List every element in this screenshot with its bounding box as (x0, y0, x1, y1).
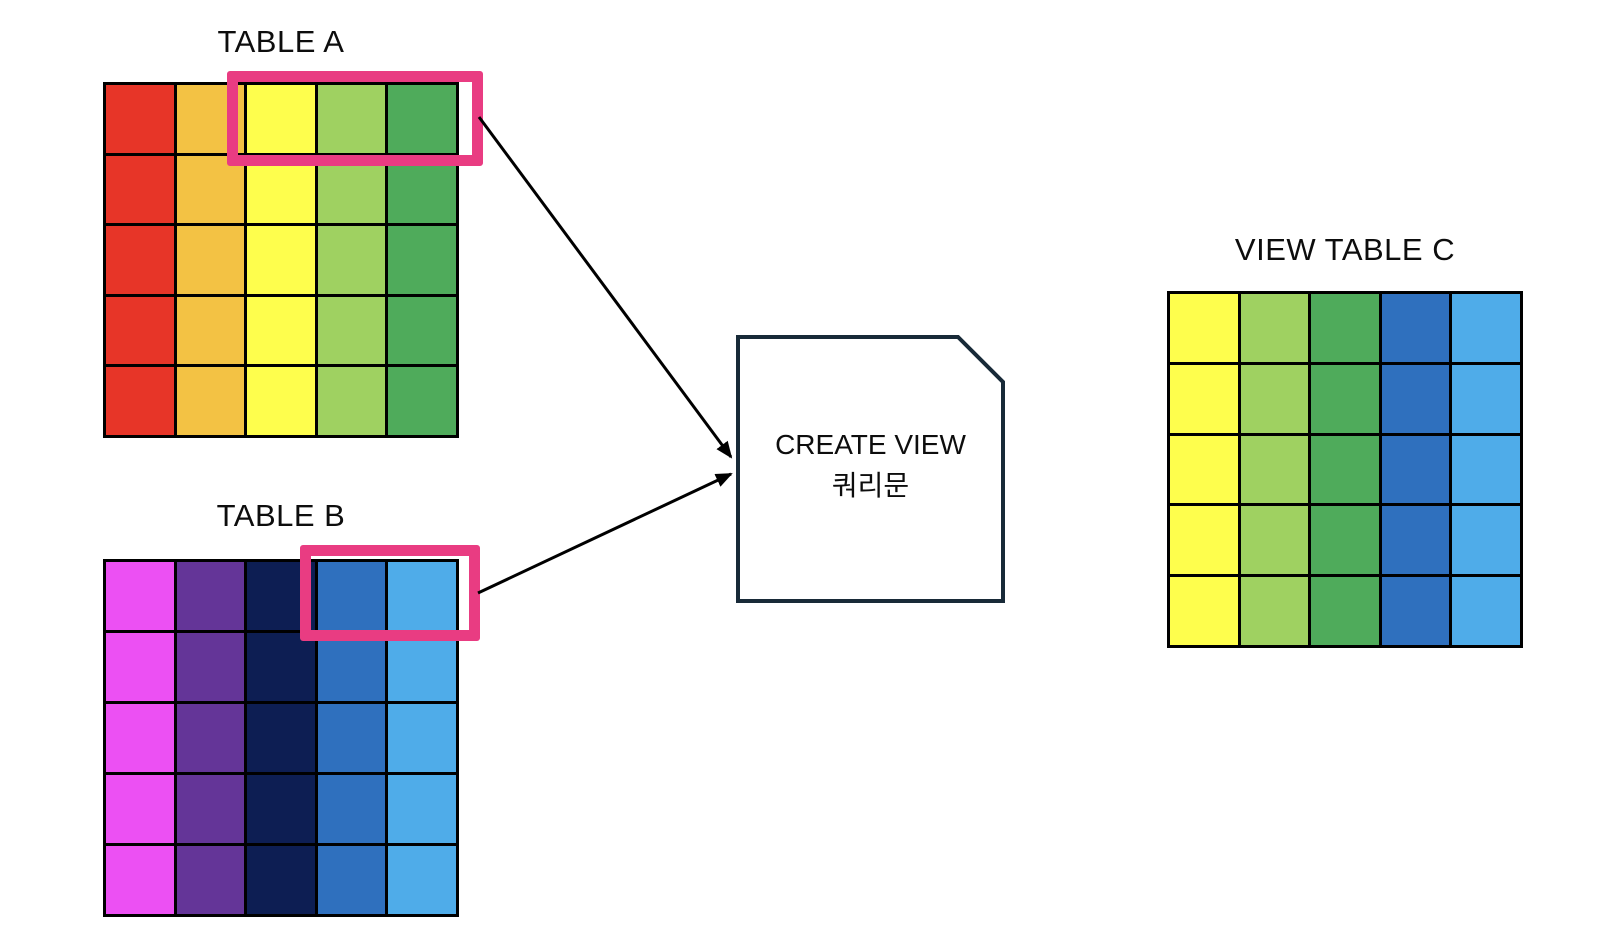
grid-cell (1452, 294, 1520, 362)
grid-cell (317, 296, 386, 365)
grid-cell (1240, 506, 1309, 575)
grid-cell (1381, 435, 1450, 504)
grid-cell (1311, 506, 1379, 575)
grid-cell (247, 296, 315, 365)
grid-cell (247, 226, 315, 294)
table-b-title: TABLE B (216, 498, 346, 533)
grid-cell (1170, 294, 1238, 362)
view-table-c-title: VIEW TABLE C (1234, 232, 1456, 267)
grid-cell (176, 296, 245, 365)
table-a-grid (103, 82, 459, 438)
grid-cell (176, 367, 245, 435)
table-a-highlight-box (227, 71, 483, 166)
grid-cell (1240, 364, 1309, 433)
grid-cell (176, 633, 245, 701)
grid-cell (106, 296, 174, 365)
grid-cell (317, 775, 386, 843)
grid-cell (317, 367, 386, 435)
grid-cell (1311, 577, 1379, 645)
grid-cell (1170, 435, 1238, 504)
grid-cell (106, 775, 174, 843)
grid-cell (1381, 577, 1450, 645)
grid-cell (1311, 435, 1379, 504)
grid-cell (388, 296, 456, 365)
grid-cell (388, 85, 456, 153)
query-box-label-line2: 쿼리문 (831, 470, 910, 501)
grid-cell (317, 155, 386, 224)
grid-cell (1452, 577, 1520, 645)
grid-cell (1170, 577, 1238, 645)
grid-cell (1240, 294, 1309, 362)
grid-cell (388, 775, 456, 843)
grid-cell (176, 846, 245, 914)
arrow-table-a-to-query (477, 116, 733, 459)
grid-cell (106, 367, 174, 435)
grid-cell (106, 155, 174, 224)
grid-cell (317, 633, 386, 701)
grid-cell (1381, 506, 1450, 575)
grid-cell (176, 226, 245, 294)
grid-cell (1452, 435, 1520, 504)
grid-cell (1452, 364, 1520, 433)
grid-cell (1381, 294, 1450, 362)
query-box-label-line1: CREATE VIEW (775, 429, 966, 460)
grid-cell (176, 775, 245, 843)
table-a-title: TABLE A (217, 24, 345, 59)
grid-cell (247, 704, 315, 772)
grid-cell (106, 85, 174, 153)
grid-cell (1170, 364, 1238, 433)
grid-cell (1452, 506, 1520, 575)
grid-cell (247, 155, 315, 224)
grid-cell (106, 633, 174, 701)
grid-cell (317, 562, 386, 630)
grid-cell (176, 155, 245, 224)
grid-cell (106, 704, 174, 772)
grid-cell (317, 226, 386, 294)
table-b-highlight-box (300, 545, 480, 641)
grid-cell (176, 704, 245, 772)
grid-cell (317, 704, 386, 772)
grid-cell (106, 846, 174, 914)
table-b-grid (103, 559, 459, 917)
grid-cell (388, 846, 456, 914)
view-table-c-grid (1167, 291, 1523, 648)
grid-cell (1381, 364, 1450, 433)
query-box-shape (736, 335, 1005, 603)
grid-cell (388, 704, 456, 772)
grid-cell (247, 846, 315, 914)
query-box-outline (736, 335, 1005, 603)
grid-cell (1311, 364, 1379, 433)
arrow-table-b-to-query (477, 472, 733, 595)
grid-cell (317, 85, 386, 153)
grid-cell (1240, 577, 1309, 645)
grid-cell (388, 367, 456, 435)
grid-cell (176, 562, 245, 630)
grid-cell (388, 633, 456, 701)
grid-cell (1311, 294, 1379, 362)
grid-cell (247, 775, 315, 843)
grid-cell (1240, 435, 1309, 504)
grid-cell (1170, 506, 1238, 575)
grid-cell (106, 562, 174, 630)
query-box-label: CREATE VIEW 쿼리문 (738, 424, 1003, 506)
grid-cell (388, 226, 456, 294)
grid-cell (388, 562, 456, 630)
grid-cell (106, 226, 174, 294)
grid-cell (247, 85, 315, 153)
grid-cell (247, 367, 315, 435)
grid-cell (247, 633, 315, 701)
grid-cell (317, 846, 386, 914)
grid-cell (388, 155, 456, 224)
